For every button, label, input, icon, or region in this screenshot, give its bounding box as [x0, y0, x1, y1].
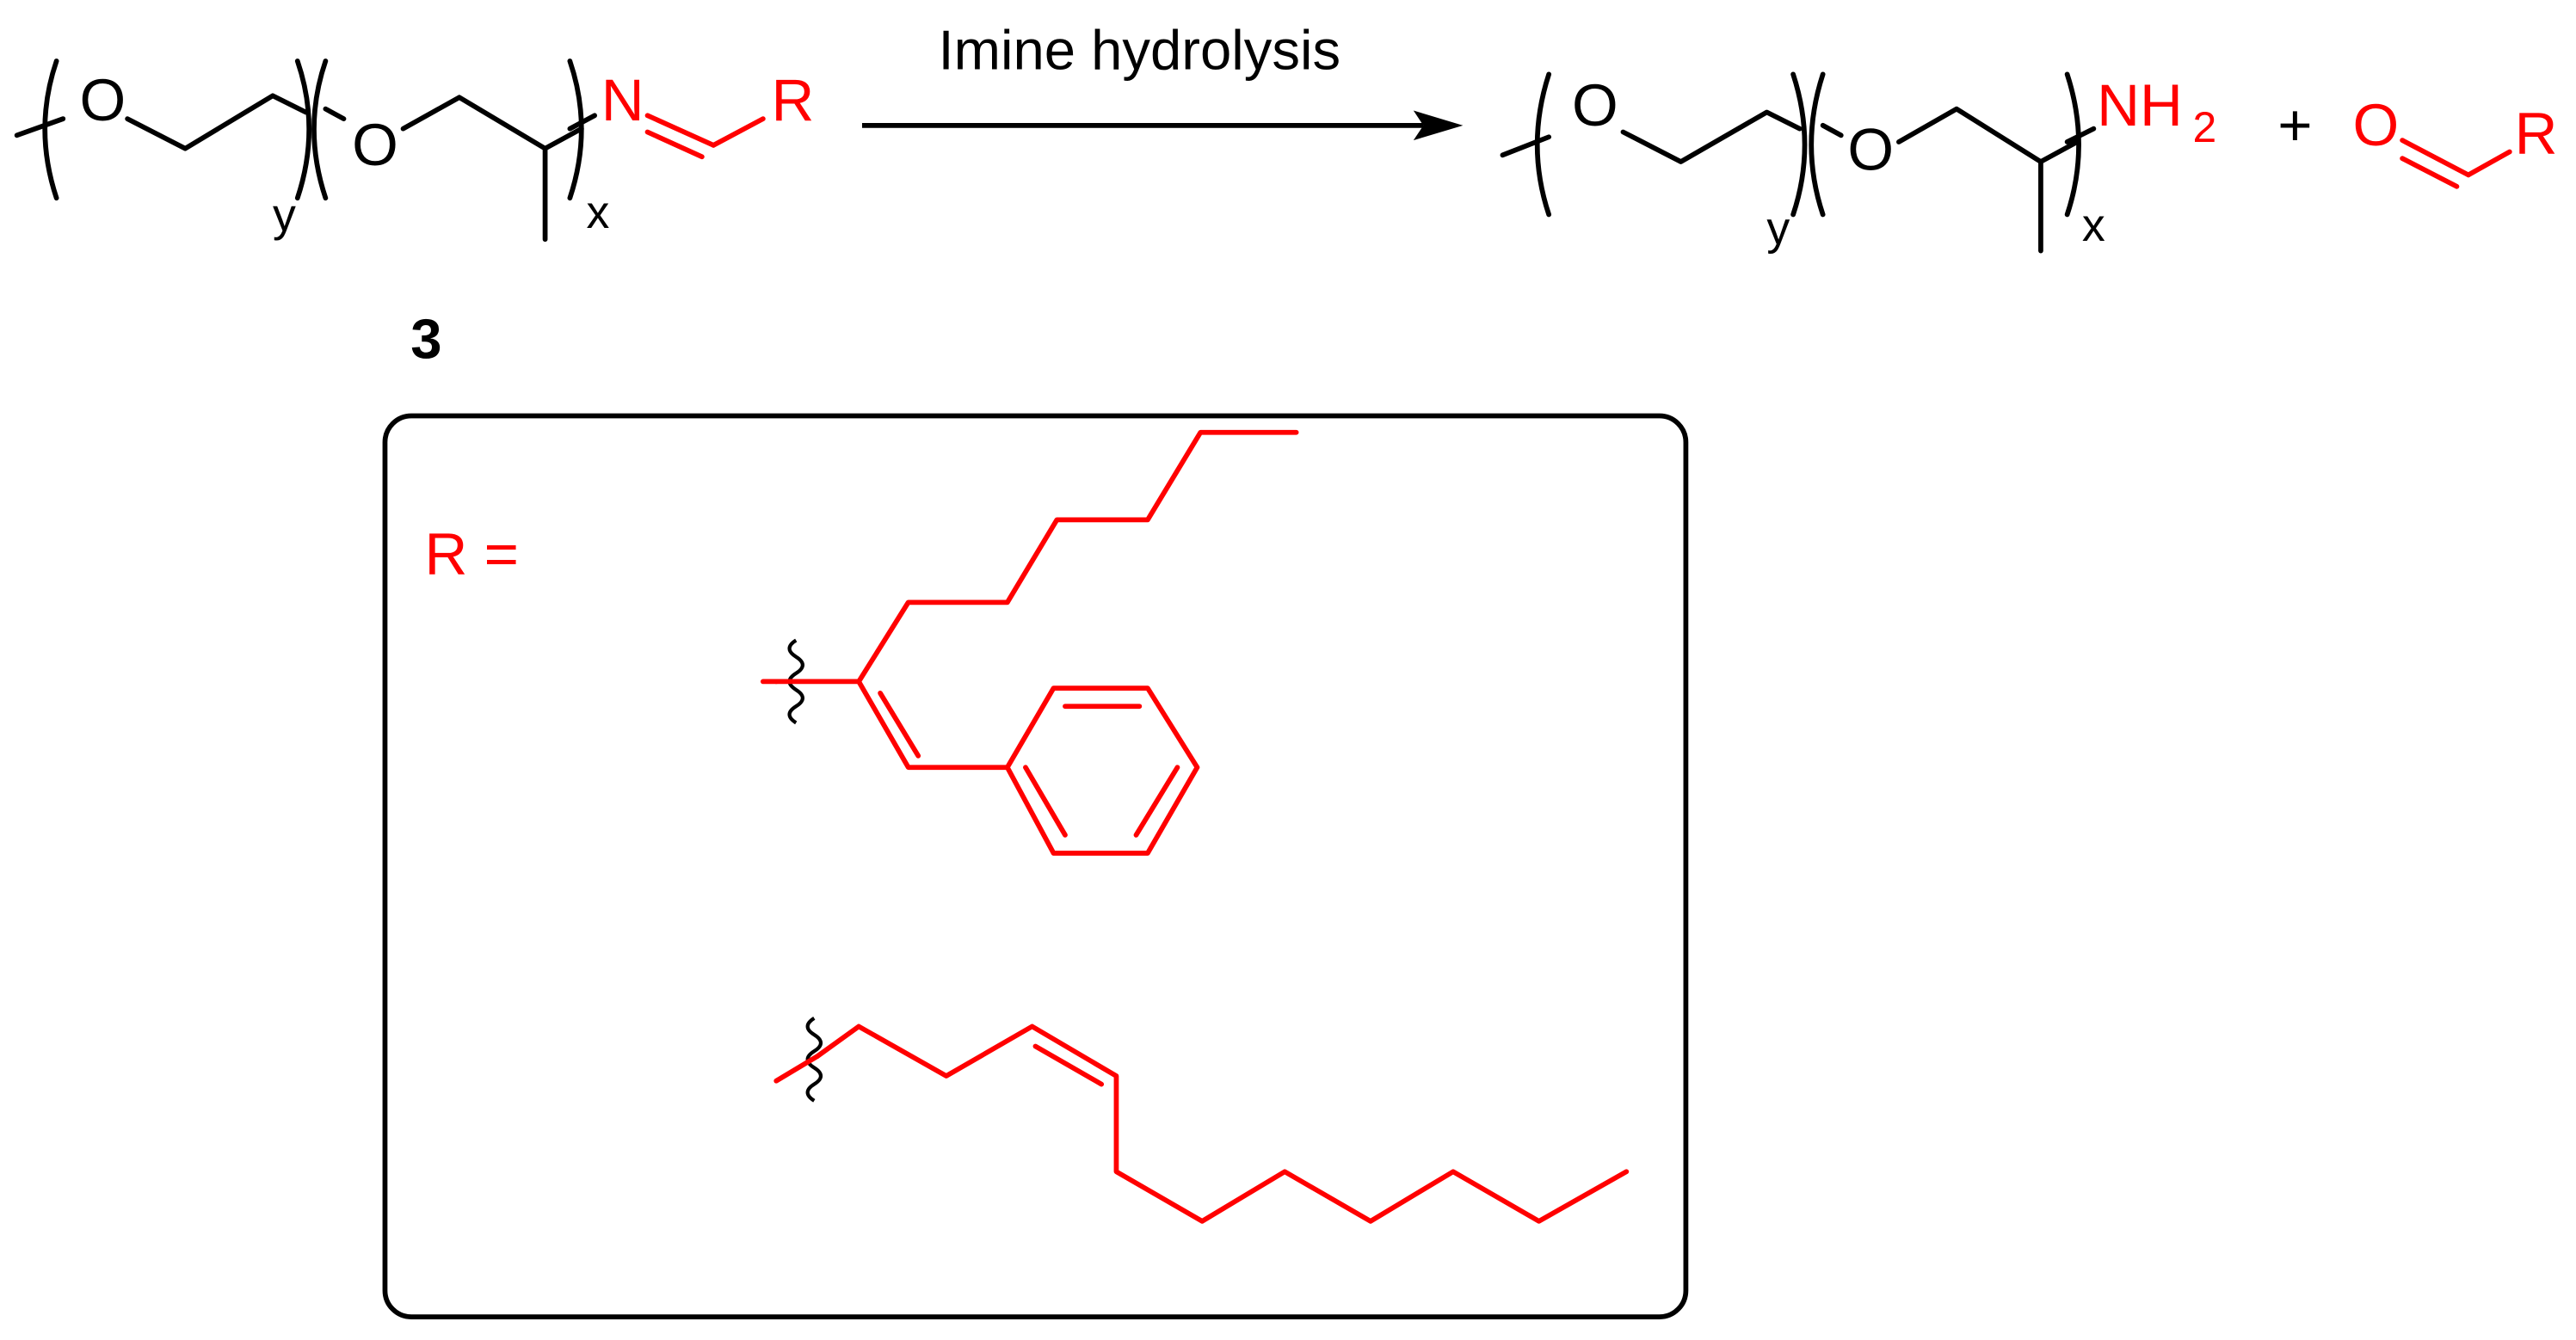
amine-left-bracket-y	[1534, 71, 1552, 218]
amine-oxygen-2: O	[1847, 116, 1894, 183]
reactant-subscript-x: x	[587, 187, 610, 238]
amine-ppg-chain	[1820, 106, 2080, 164]
amine-left-bracket-x	[1809, 71, 1826, 218]
amine-peg-chain	[1620, 109, 1803, 164]
aldehyde-structure	[2400, 138, 2512, 189]
benzene-ring	[1004, 685, 1200, 856]
imine-double-bond-2	[644, 129, 705, 160]
reactant-oxygen-1: O	[79, 66, 126, 133]
aldehyde-r-group: R	[2515, 99, 2558, 166]
benzene-inner-bond-3	[1023, 765, 1068, 838]
amine-subscript-x: x	[2082, 200, 2105, 251]
reactant-right-bracket-y	[294, 58, 311, 201]
reactant-oxygen-2: O	[352, 111, 398, 178]
aldehyde-c-r-bond	[2466, 149, 2512, 178]
alkenyl-chain	[815, 1023, 1630, 1224]
amine-h-subscript: 2	[2192, 103, 2216, 151]
reactant-bracket-to-n-bond	[567, 113, 598, 132]
attachment-stub-2	[773, 1054, 821, 1084]
r-group-box	[382, 413, 1689, 1320]
amine-end-tick	[1500, 134, 1552, 158]
compound-number: 3	[410, 307, 441, 370]
vinyl-double-bond-inner	[878, 690, 921, 759]
amine-oxygen-1: O	[1572, 71, 1618, 138]
aldehyde-oxygen: O	[2353, 91, 2400, 158]
reactant-imine-bonds	[644, 113, 766, 160]
amine-bracket-to-n-bond	[2064, 126, 2097, 144]
reactant-r-group: R	[771, 66, 814, 133]
amine-structure	[1500, 71, 2097, 254]
reactant-ppg-chain	[323, 95, 584, 151]
amine-right-bracket-y	[1790, 71, 1808, 218]
reactant-nitrogen: N	[601, 66, 644, 133]
amine-right-bracket-x	[2064, 71, 2081, 218]
plus-sign: +	[2277, 91, 2312, 158]
arrow-head	[1413, 110, 1464, 141]
reactant-structure	[14, 58, 598, 243]
reactant-right-bracket-x	[567, 58, 584, 201]
aldehyde-double-bond-1	[2400, 138, 2471, 178]
arrow-label: Imine hydrolysis	[939, 19, 1341, 82]
amine-nh-group: NH	[2097, 71, 2183, 138]
imine-c-r-bond	[711, 116, 766, 148]
amine-subscript-y: y	[1766, 203, 1790, 255]
vinyl-bond	[856, 679, 1010, 771]
reactant-peg-chain	[125, 93, 309, 151]
benzene-inner-bond-2	[1133, 765, 1180, 838]
reactant-left-bracket-x	[311, 58, 329, 201]
alkene-double-bond-inner	[1032, 1043, 1105, 1087]
reactant-subscript-y: y	[273, 190, 296, 242]
reaction-arrow	[861, 110, 1464, 141]
aldehyde-double-bond-2	[2400, 156, 2460, 189]
r-group-structure-2	[773, 1017, 1630, 1224]
reactant-left-bracket-y	[42, 58, 59, 201]
imine-double-bond-1	[644, 113, 717, 148]
r-group-structure-1	[760, 429, 1299, 856]
alkyl-chain-1	[773, 429, 1299, 685]
reactant-end-tick	[14, 116, 66, 138]
r-group-label: R =	[425, 520, 519, 587]
